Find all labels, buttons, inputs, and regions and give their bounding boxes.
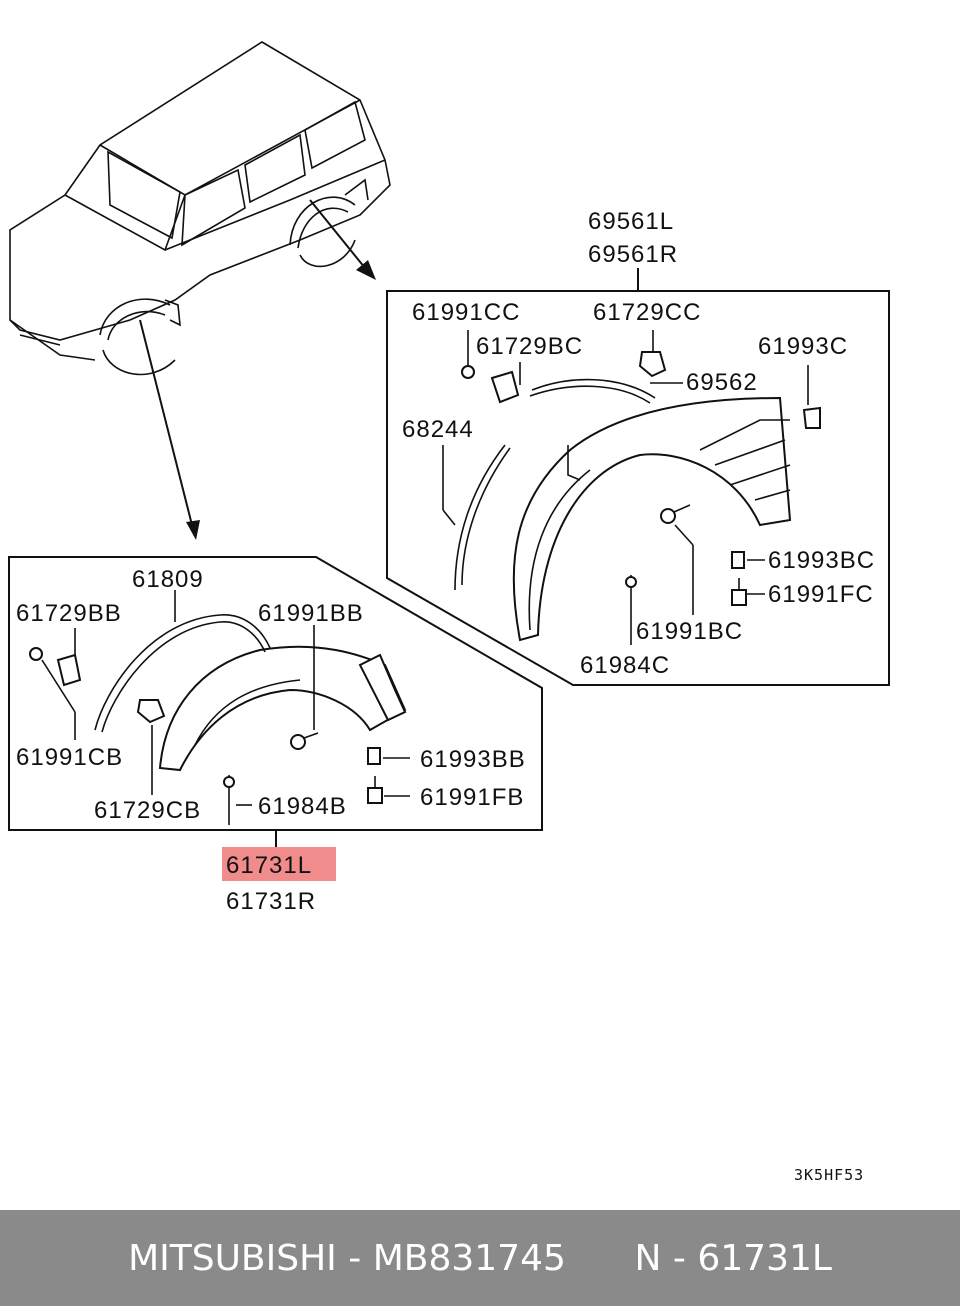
label-61991CC[interactable]: 61991CC xyxy=(412,299,520,326)
front-fender-assembly-box xyxy=(8,556,543,852)
label-61993C[interactable]: 61993C xyxy=(758,333,848,360)
label-69561L[interactable]: 69561L xyxy=(588,208,674,235)
label-61984C[interactable]: 61984C xyxy=(580,652,670,679)
reference-number: N - 61731L xyxy=(634,1237,832,1279)
vehicle-outline-illustration xyxy=(9,41,391,376)
label-61991BB[interactable]: 61991BB xyxy=(258,600,364,627)
label-61731R[interactable]: 61731R xyxy=(226,888,316,915)
callout-arrows xyxy=(139,199,376,540)
brand-name: MITSUBISHI xyxy=(128,1237,337,1279)
label-61984B[interactable]: 61984B xyxy=(258,793,347,820)
label-61729CC[interactable]: 61729CC xyxy=(593,299,701,326)
label-69562[interactable]: 69562 xyxy=(686,369,758,396)
rear-fender-assembly-box xyxy=(386,268,890,686)
image-code: 3K5HF53 xyxy=(794,1166,864,1184)
label-61729BB[interactable]: 61729BB xyxy=(16,600,122,627)
part-number: MB831745 xyxy=(372,1237,566,1279)
selected-part-highlight xyxy=(222,847,336,881)
label-61991FB[interactable]: 61991FB xyxy=(420,784,524,811)
label-61993BC[interactable]: 61993BC xyxy=(768,547,875,574)
label-61991FC[interactable]: 61991FC xyxy=(768,581,874,608)
label-61731L[interactable]: 61731L xyxy=(226,852,312,879)
label-61991BC[interactable]: 61991BC xyxy=(636,618,743,645)
label-61729BC[interactable]: 61729BC xyxy=(476,333,583,360)
label-61809[interactable]: 61809 xyxy=(132,566,204,593)
label-61991CB[interactable]: 61991CB xyxy=(16,744,123,771)
label-61729CB[interactable]: 61729CB xyxy=(94,797,201,824)
spacer xyxy=(566,1238,635,1279)
label-69561R[interactable]: 69561R xyxy=(588,241,678,268)
separator: - xyxy=(336,1237,373,1279)
part-info-footer: MITSUBISHI - MB831745 N - 61731L xyxy=(0,1210,960,1306)
label-61993BB[interactable]: 61993BB xyxy=(420,746,526,773)
label-68244[interactable]: 68244 xyxy=(402,416,474,443)
parts-diagram: 69561L 69561R 61991CC 61729CC 61729BC 61… xyxy=(8,41,890,1184)
